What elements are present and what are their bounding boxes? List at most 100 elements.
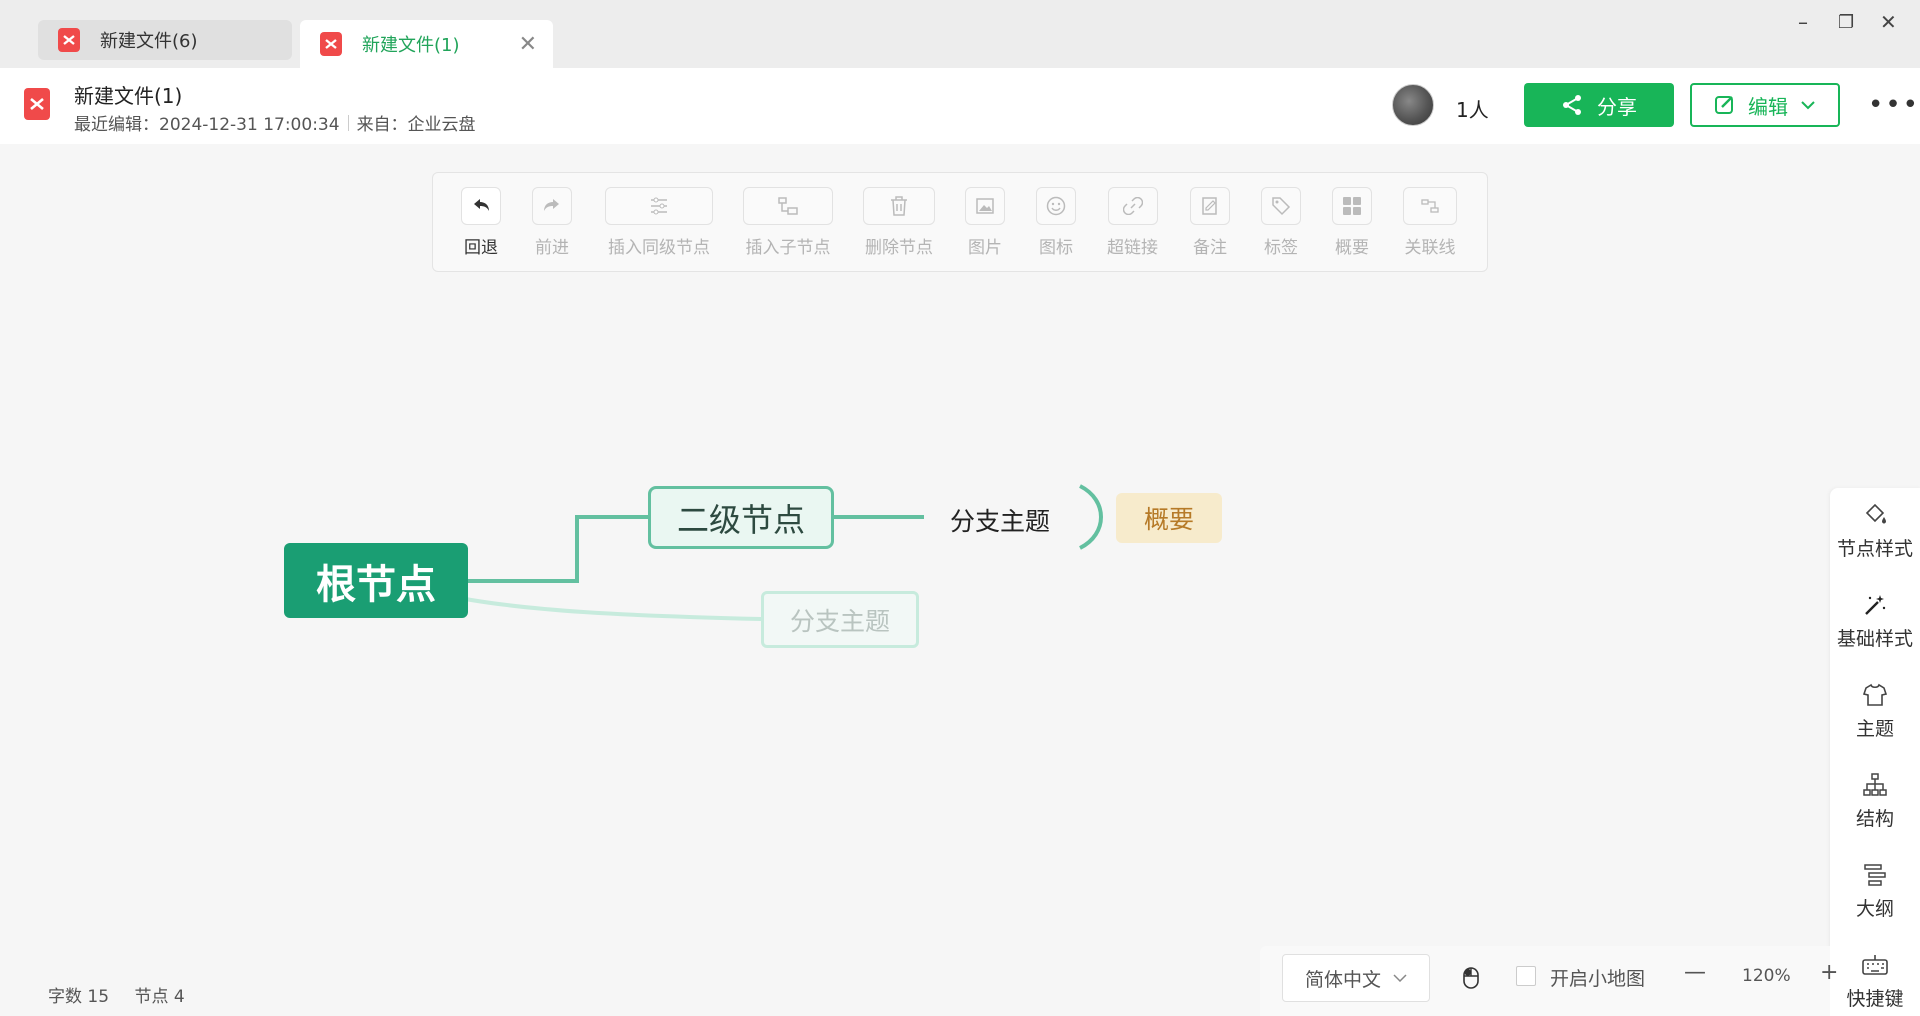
delete-node-button[interactable]: 删除节点 bbox=[863, 187, 935, 258]
node-style-button[interactable]: 节点样式 bbox=[1830, 502, 1920, 561]
divider bbox=[347, 114, 349, 131]
tag-icon bbox=[1272, 197, 1291, 216]
summary-label: 概要 bbox=[1335, 238, 1369, 258]
tab-file-6[interactable]: 新建文件(6) bbox=[38, 20, 292, 60]
summary-node[interactable]: 概要 bbox=[1116, 493, 1222, 543]
insert-sibling-icon bbox=[651, 197, 667, 215]
insert-sibling-label: 插入同级节点 bbox=[608, 238, 710, 258]
xmind-logo-icon bbox=[58, 28, 80, 52]
image-button[interactable]: 图片 bbox=[965, 187, 1005, 258]
undo-icon bbox=[474, 199, 489, 211]
status-counts: 字数 15 节点 4 bbox=[48, 982, 205, 1007]
document-title: 新建文件(1) bbox=[74, 84, 183, 108]
language-select[interactable]: 简体中文 bbox=[1282, 954, 1430, 1002]
zoom-level[interactable]: 120% bbox=[1742, 966, 1791, 986]
delete-node-label: 删除节点 bbox=[865, 238, 933, 258]
icon-label: 图标 bbox=[1039, 238, 1073, 258]
edit-icon bbox=[1715, 96, 1733, 114]
redo-button[interactable]: 前进 bbox=[532, 187, 572, 258]
undo-label: 回退 bbox=[464, 238, 498, 258]
edit-label: 编辑 bbox=[1748, 94, 1788, 119]
tab-file-1[interactable]: 新建文件(1) ✕ bbox=[300, 20, 553, 68]
tag-label: 标签 bbox=[1264, 238, 1298, 258]
xmind-logo-icon bbox=[320, 32, 342, 56]
relation-line-icon bbox=[1421, 199, 1439, 213]
online-users-count[interactable]: 1人 bbox=[1456, 98, 1489, 122]
redo-icon bbox=[544, 199, 559, 211]
theme-label: 主题 bbox=[1855, 718, 1894, 740]
share-button[interactable]: 分享 bbox=[1524, 83, 1674, 127]
more-menu-icon[interactable]: ••• bbox=[1868, 90, 1920, 120]
image-label: 图片 bbox=[968, 238, 1002, 258]
zoom-out-button[interactable]: — bbox=[1684, 960, 1706, 985]
word-count: 字数 15 bbox=[48, 987, 110, 1007]
smiley-icon bbox=[1046, 196, 1066, 216]
share-label: 分享 bbox=[1597, 94, 1637, 119]
level2-node[interactable]: 二级节点 bbox=[648, 486, 834, 549]
redo-label: 前进 bbox=[535, 238, 569, 258]
bottom-controls: 简体中文 开启小地图 — 120% + bbox=[1260, 946, 1838, 1016]
relation-line-label: 关联线 bbox=[1404, 238, 1456, 258]
connector-root-level2 bbox=[468, 515, 648, 583]
shortcuts-button[interactable]: 快捷键 bbox=[1830, 952, 1920, 1011]
icon-button[interactable]: 图标 bbox=[1036, 187, 1076, 258]
title-bar: 新建文件(6) 新建文件(1) ✕ – ❐ ✕ bbox=[0, 0, 1920, 68]
base-style-button[interactable]: 基础样式 bbox=[1830, 592, 1920, 651]
edit-button[interactable]: 编辑 bbox=[1690, 83, 1840, 127]
note-icon bbox=[1202, 197, 1217, 215]
structure-icon bbox=[1863, 773, 1887, 796]
hyperlink-label: 超链接 bbox=[1107, 238, 1158, 258]
summary-icon bbox=[1343, 197, 1361, 215]
editing-toolbar: 回退 前进 插入同级节点 插入子节点 删除节点 图片 图标 超链接 备注 标签 … bbox=[432, 172, 1488, 272]
summary-button[interactable]: 概要 bbox=[1332, 187, 1372, 258]
outline-button[interactable]: 大纲 bbox=[1830, 862, 1920, 921]
chevron-down-icon bbox=[1393, 974, 1407, 982]
document-meta: 最近编辑：2024-12-31 17:00:34 来自：企业云盘 bbox=[74, 110, 476, 135]
restore-icon[interactable]: ❐ bbox=[1838, 12, 1855, 33]
insert-child-label: 插入子节点 bbox=[745, 238, 831, 258]
minimap-label: 开启小地图 bbox=[1550, 968, 1646, 990]
tag-button[interactable]: 标签 bbox=[1261, 187, 1301, 258]
insert-sibling-button[interactable]: 插入同级节点 bbox=[605, 187, 713, 258]
insert-child-icon bbox=[778, 197, 798, 215]
relation-line-button[interactable]: 关联线 bbox=[1403, 187, 1457, 258]
root-node[interactable]: 根节点 bbox=[284, 543, 468, 618]
right-side-panel: 节点样式 基础样式 主题 结构 大纲 快捷键 bbox=[1830, 488, 1920, 1016]
document-header: 新建文件(1) 最近编辑：2024-12-31 17:00:34 来自：企业云盘… bbox=[0, 68, 1920, 144]
document-logo-icon bbox=[24, 88, 50, 120]
tab-label: 新建文件(6) bbox=[100, 31, 198, 52]
insert-child-button[interactable]: 插入子节点 bbox=[743, 187, 833, 258]
link-icon bbox=[1122, 197, 1143, 215]
trash-icon bbox=[891, 196, 907, 216]
branch-topic-node[interactable]: 分支主题 bbox=[950, 507, 1051, 536]
close-window-icon[interactable]: ✕ bbox=[1880, 10, 1897, 34]
chevron-down-icon bbox=[1801, 101, 1815, 110]
share-icon bbox=[1563, 95, 1581, 115]
shirt-icon bbox=[1862, 683, 1888, 706]
zoom-in-button[interactable]: + bbox=[1820, 960, 1839, 985]
magic-wand-icon bbox=[1865, 595, 1886, 615]
minimap-checkbox[interactable] bbox=[1516, 966, 1536, 986]
summary-bracket bbox=[1079, 484, 1103, 550]
minimize-icon[interactable]: – bbox=[1798, 10, 1808, 34]
keyboard-icon bbox=[1862, 955, 1888, 975]
branch-topic-ghost-node[interactable]: 分支主题 bbox=[761, 591, 919, 648]
note-button[interactable]: 备注 bbox=[1190, 187, 1230, 258]
node-style-label: 节点样式 bbox=[1836, 538, 1913, 560]
avatar[interactable] bbox=[1392, 84, 1434, 126]
last-edit-time: 最近编辑：2024-12-31 17:00:34 bbox=[74, 115, 340, 135]
hyperlink-button[interactable]: 超链接 bbox=[1107, 187, 1158, 258]
connector-root-branch-b bbox=[439, 592, 762, 621]
language-value: 简体中文 bbox=[1305, 968, 1382, 991]
mouse-icon[interactable] bbox=[1462, 966, 1480, 990]
tab-label: 新建文件(1) bbox=[362, 35, 460, 56]
theme-button[interactable]: 主题 bbox=[1830, 682, 1920, 741]
undo-button[interactable]: 回退 bbox=[461, 187, 501, 258]
structure-label: 结构 bbox=[1855, 808, 1894, 830]
structure-button[interactable]: 结构 bbox=[1830, 772, 1920, 831]
outline-icon bbox=[1864, 864, 1886, 886]
note-label: 备注 bbox=[1193, 238, 1227, 258]
tab-close-icon[interactable]: ✕ bbox=[518, 31, 537, 57]
shortcuts-label: 快捷键 bbox=[1846, 988, 1904, 1010]
